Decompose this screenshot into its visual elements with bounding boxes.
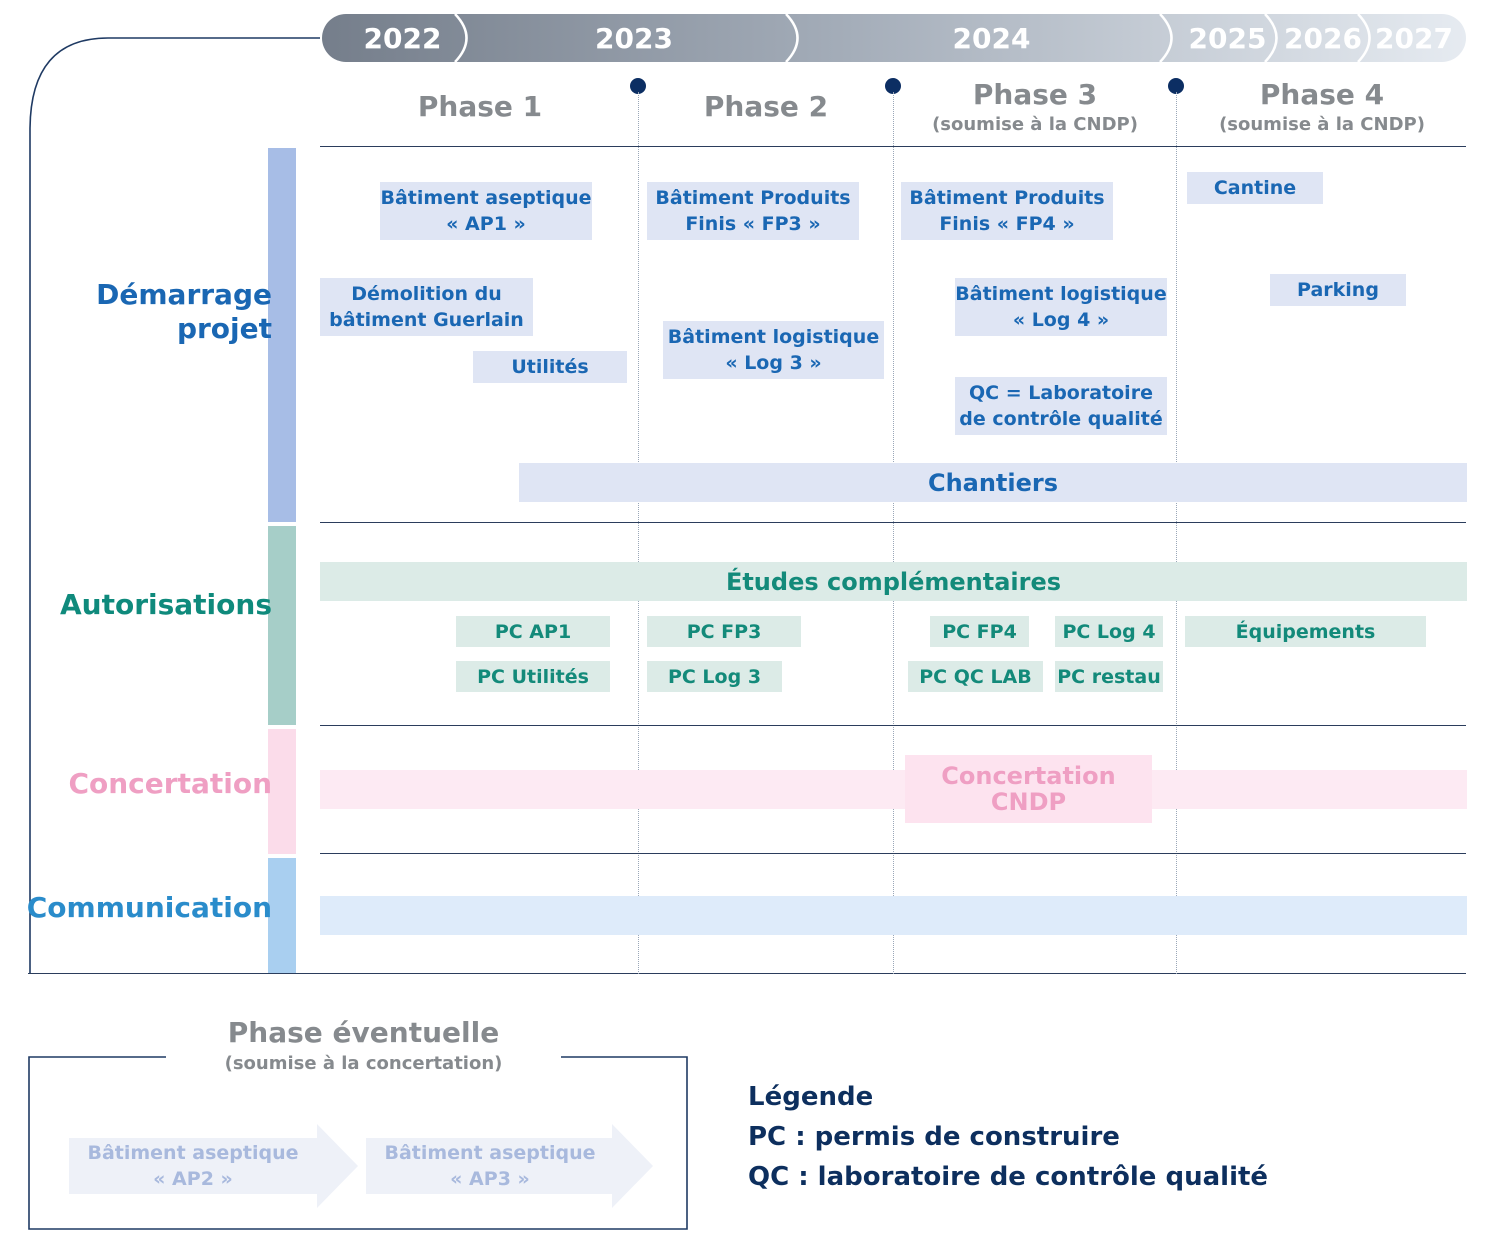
item-demolition: Démolition du bâtiment Guerlain	[320, 278, 533, 336]
year-label: 2022	[363, 21, 442, 55]
category-bar-concertation	[268, 729, 296, 854]
phase-subtitle: (soumise à la CNDP)	[932, 114, 1138, 135]
item-pc-fp3: PC FP3	[647, 616, 801, 647]
communication-band	[320, 896, 1467, 935]
item-batiment-fp3: Bâtiment Produits Finis « FP3 »	[647, 182, 859, 240]
item-equipements: Équipements	[1185, 616, 1426, 647]
frame-bottom-line	[28, 973, 1466, 974]
frame-curve	[29, 37, 320, 973]
item-cantine: Cantine	[1187, 172, 1323, 204]
section-divider	[320, 146, 1466, 147]
item-batiment-log3: Bâtiment logistique « Log 3 »	[663, 321, 884, 379]
arrow-step-ap3	[366, 1124, 653, 1208]
year-label: 2024	[952, 21, 1031, 55]
item-concertation-cndp: Concertation CNDP	[905, 755, 1152, 823]
legend-title: Légende	[748, 1082, 874, 1112]
section-divider	[320, 853, 1466, 854]
item-qc-laboratoire: QC = Laboratoire de contrôle qualité	[955, 377, 1167, 435]
year-separator	[454, 13, 468, 63]
category-label-concertation: Concertation	[68, 767, 272, 800]
category-bar-communication	[268, 858, 296, 973]
item-batiment-log4: Bâtiment logistique « Log 4 »	[955, 278, 1167, 336]
phase-eventuelle-frame	[28, 1056, 688, 1230]
arrow-step-ap2	[69, 1124, 358, 1208]
phase-milestone-dot	[885, 78, 901, 94]
category-label-autorisations: Autorisations	[59, 588, 272, 621]
phase-title: Phase 1	[417, 90, 543, 123]
item-chantiers-bar: Chantiers	[519, 463, 1467, 502]
year-label: 2023	[595, 21, 673, 55]
legend-pc: PC : permis de construire	[748, 1122, 1120, 1152]
year-timeline-bar	[322, 13, 1466, 63]
phase-divider	[1176, 92, 1177, 974]
phase-eventuelle-arrows	[69, 1124, 653, 1208]
item-batiment-ap1: Bâtiment aseptique « AP1 »	[380, 182, 592, 240]
item-pc-fp4: PC FP4	[930, 616, 1029, 647]
category-bar-demarrage	[268, 148, 296, 522]
phase-divider	[638, 92, 639, 974]
legend-qc: QC : laboratoire de contrôle qualité	[748, 1162, 1269, 1192]
phase-eventuelle-title: Phase éventuelle	[227, 1016, 500, 1049]
item-utilites: Utilités	[473, 351, 627, 383]
year-separator	[1159, 13, 1173, 63]
category-label-communication: Communication	[26, 891, 272, 924]
phase-eventuelle-subtitle: (soumise à la concertation)	[224, 1053, 503, 1074]
category-label-demarrage: Démarrage projet	[96, 278, 272, 345]
category-bar-autorisations	[268, 526, 296, 725]
year-label: 2027	[1375, 21, 1453, 55]
year-separator	[1264, 13, 1278, 63]
phase-milestone-dot	[1168, 78, 1184, 94]
item-etudes-complementaires: Études complémentaires	[320, 562, 1467, 601]
section-divider	[320, 725, 1466, 726]
concertation-band	[320, 770, 1467, 809]
section-divider	[320, 522, 1466, 523]
phase-milestone-dot	[630, 78, 646, 94]
step-ap3-label: Bâtiment aseptique « AP3 »	[384, 1142, 596, 1190]
phase-title: Phase 2	[703, 90, 829, 123]
item-pc-log3: PC Log 3	[647, 661, 782, 692]
phase-title: Phase 3	[972, 78, 1098, 111]
year-separator	[785, 13, 799, 63]
phase-title: Phase 4	[1259, 78, 1385, 111]
item-parking: Parking	[1270, 274, 1406, 306]
year-label: 2025	[1188, 21, 1267, 55]
item-batiment-fp4: Bâtiment Produits Finis « FP4 »	[901, 182, 1113, 240]
phase-subtitle: (soumise à la CNDP)	[1219, 114, 1425, 135]
year-label: 2026	[1284, 21, 1362, 55]
item-pc-restau: PC restau	[1055, 661, 1163, 692]
phase-divider	[893, 92, 894, 974]
item-pc-log4: PC Log 4	[1055, 616, 1163, 647]
year-separator	[1357, 13, 1371, 63]
item-pc-qc-lab: PC QC LAB	[908, 661, 1043, 692]
item-pc-utilites: PC Utilités	[456, 661, 610, 692]
step-ap2-label: Bâtiment aseptique « AP2 »	[87, 1142, 299, 1190]
item-pc-ap1: PC AP1	[456, 616, 610, 647]
